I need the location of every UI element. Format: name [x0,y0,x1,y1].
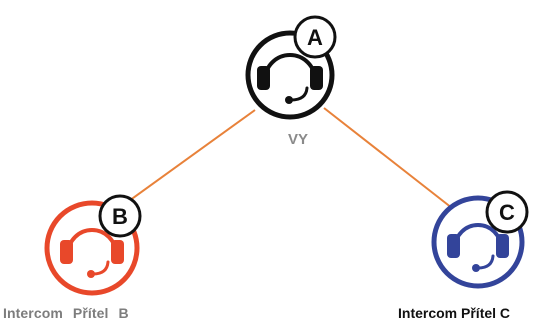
connection-line-a-b [121,109,256,207]
node-b: B [44,194,142,296]
badge-c: C [485,190,529,234]
headset-icon [60,228,124,278]
node-b-label: Intercom Přítel B [3,305,129,321]
badge-b-letter: B [112,204,128,229]
badge-a: A [293,15,337,59]
node-a-label: VY [287,131,308,148]
node-c-label: Intercom Přítel C [398,305,511,321]
headset-icon [257,53,323,104]
badge-c-letter: C [499,200,515,225]
badge-b: B [98,194,142,238]
node-c: C [431,190,529,289]
node-a: A [245,15,337,120]
connection-line-a-c [323,107,453,209]
headset-icon [447,223,509,272]
badge-a-letter: A [307,25,323,50]
